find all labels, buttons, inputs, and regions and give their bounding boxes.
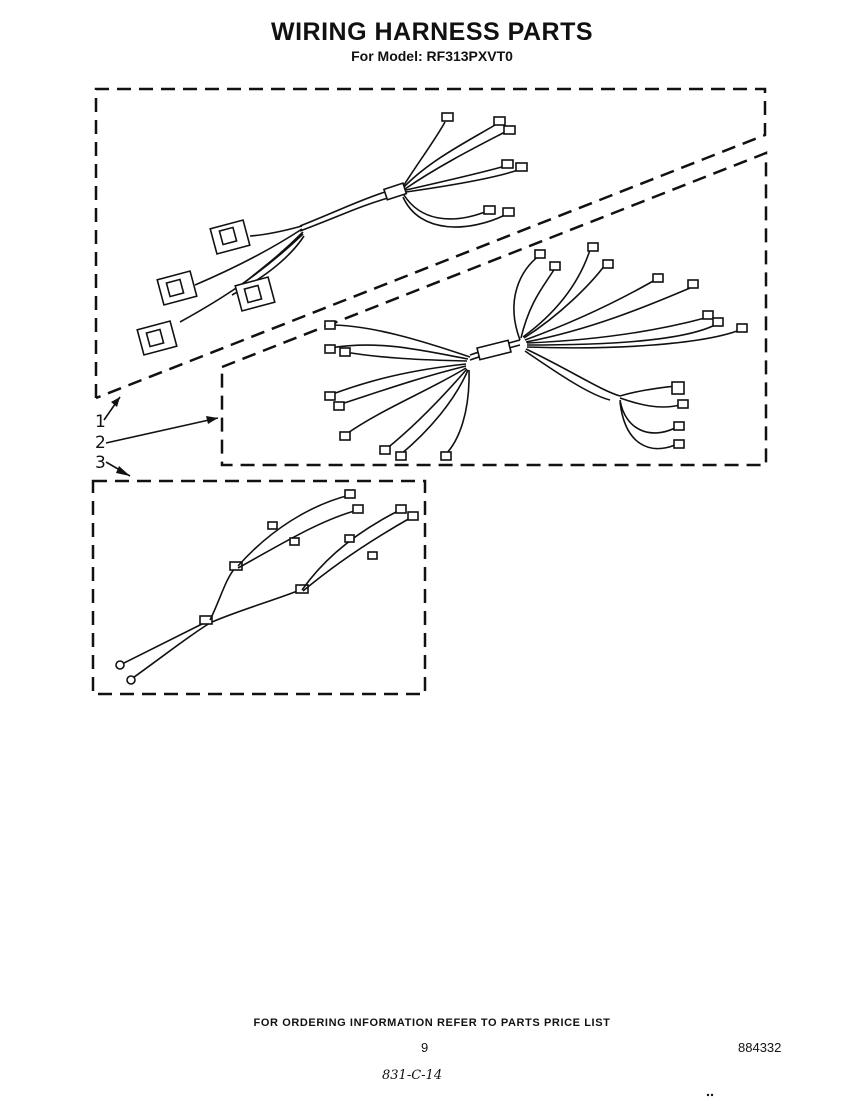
harness-2-drawing	[324, 242, 748, 461]
page-title: WIRING HARNESS PARTS	[270, 18, 594, 46]
harness-3-drawing	[115, 489, 419, 685]
harness-1-boundary	[94, 87, 767, 400]
harness-2-boundary	[220, 151, 768, 467]
harness-1-drawing	[136, 112, 528, 356]
callout-2-label: 2	[95, 433, 106, 453]
model-subtitle: For Model: RF313PXVT0	[351, 48, 513, 64]
ordering-note: FOR ORDERING INFORMATION REFER TO PARTS …	[253, 1017, 611, 1029]
callout-3-label: 3	[95, 453, 106, 473]
harness-3-boundary	[91, 479, 427, 696]
handwritten-note: 831-C-14	[382, 1068, 443, 1083]
callout-1-label: 1	[95, 412, 106, 432]
page-number: 9	[421, 1040, 429, 1055]
document-part-number: 884332	[738, 1040, 782, 1055]
callout-leaders	[103, 396, 219, 477]
